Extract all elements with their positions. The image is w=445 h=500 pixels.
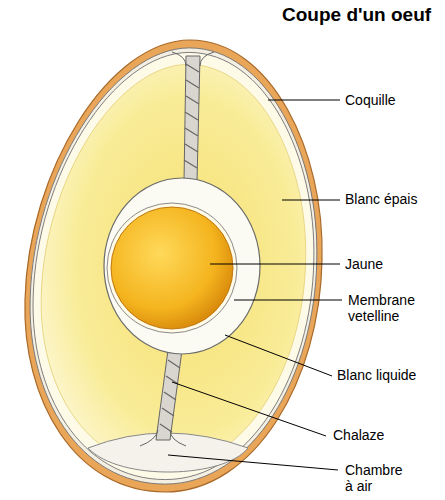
chalaze-flare [140,430,186,446]
leader-line [282,200,340,201]
chalaze-cord [184,56,200,182]
chalaze-twist [160,360,180,432]
yolk [111,207,233,329]
shell-membrane [30,48,317,484]
chalaze-twist [184,64,199,168]
egg-shell [25,40,322,492]
leader-line [268,100,340,101]
part-label: Membrane vetelline [348,292,433,324]
leader-line [168,455,338,470]
leader-line [172,382,326,436]
part-label: Blanc épais [345,191,440,207]
inner-membrane [33,52,314,479]
thick-white [41,64,306,466]
diagram-title: Coupe d'un oeuf [282,4,431,26]
chalaze-flare [172,52,214,66]
part-label: Coquille [345,92,440,108]
liquid-white-oval [104,178,260,354]
chalaze-cord [156,350,182,440]
vitelline-membrane [107,203,237,333]
leader-line [210,264,340,265]
part-label: Chambre à air [345,462,409,494]
part-label: Chalaze [333,427,438,443]
leader-line [234,300,342,301]
part-label: Blanc liquide [337,367,442,383]
leader-line [225,335,332,376]
part-label: Jaune [345,256,440,272]
